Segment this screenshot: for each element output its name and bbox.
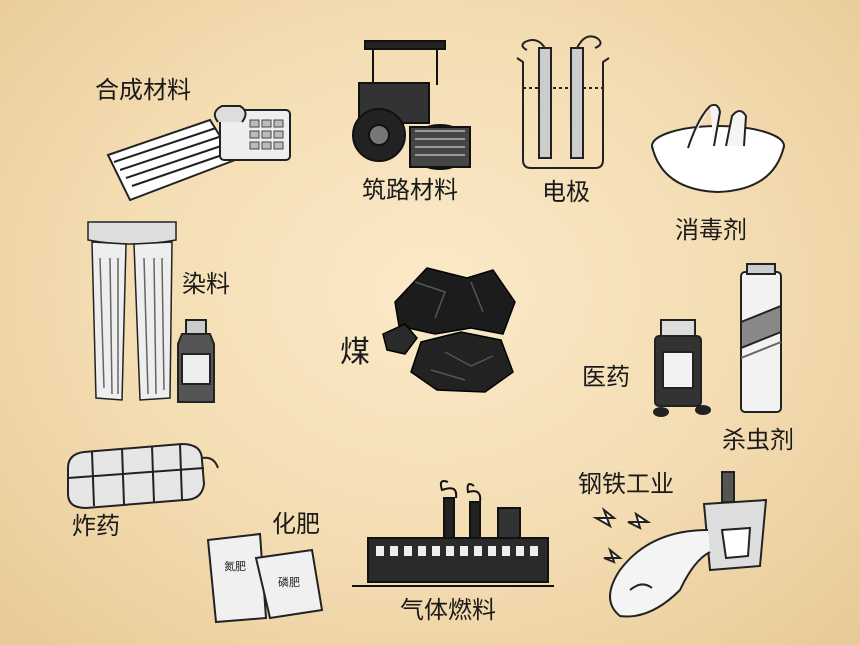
curtain-icon	[87, 221, 177, 401]
corrugated-sheet-telephone-icon	[106, 105, 291, 202]
svg-text:氮肥: 氮肥	[224, 559, 246, 573]
explosives-bundle-icon	[67, 442, 219, 510]
label-insecticide: 杀虫剂	[722, 426, 794, 454]
dye-bottle-icon	[177, 319, 215, 403]
basin-hands-icon	[651, 103, 785, 194]
label-disinfectant: 消毒剂	[675, 216, 747, 244]
label-road-materials: 筑路材料	[362, 176, 458, 204]
svg-text:磷肥: 磷肥	[278, 576, 300, 589]
beaker-electrodes-icon	[516, 35, 610, 169]
coal-icon	[382, 267, 516, 393]
fertilizer-sacks-icon: 氮肥 磷肥	[206, 532, 324, 624]
label-explosives: 炸药	[72, 512, 120, 540]
medicine-bottle-icon	[653, 319, 711, 417]
label-electrode: 电极	[542, 178, 590, 206]
label-dye: 染料	[182, 270, 230, 298]
label-gas-fuel: 气体燃料	[400, 596, 496, 624]
label-fertilizer: 化肥	[272, 510, 320, 538]
label-coal: 煤	[340, 335, 370, 370]
spray-can-icon	[740, 263, 782, 413]
label-steel-industry: 钢铁工业	[578, 470, 674, 498]
label-synthetic-materials: 合成材料	[95, 76, 191, 104]
steel-ladle-icon	[592, 471, 768, 618]
factory-icon	[352, 480, 554, 587]
label-medicine: 医药	[582, 363, 630, 391]
road-roller-icon	[352, 40, 471, 170]
